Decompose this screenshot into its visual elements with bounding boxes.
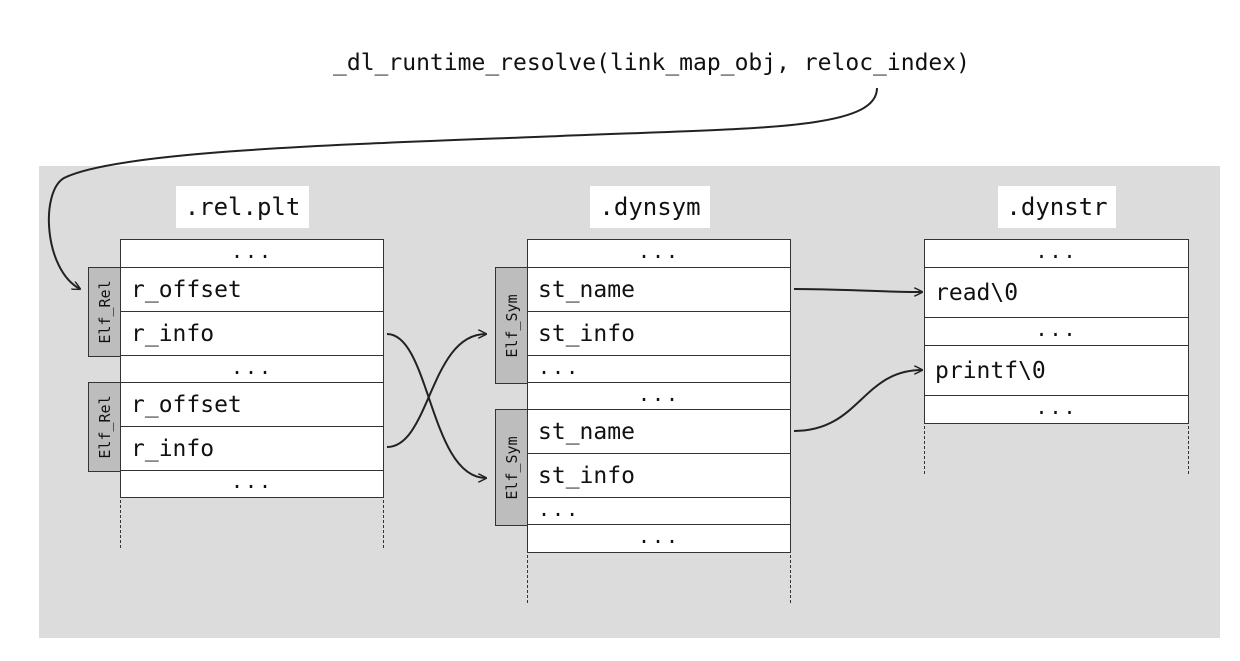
rinfo2-to-stname1-arrow [386, 334, 486, 448]
dynsym-ellipsis-row: ... [527, 524, 791, 553]
dynstr-printf-string: printf\0 [924, 345, 1189, 397]
dynstr-ellipsis-row: ... [924, 239, 1189, 269]
relplt-ellipsis-row: ... [120, 469, 384, 498]
stname1-to-read-arrow [793, 289, 922, 292]
dynsym-st-info-1: st_info [527, 311, 791, 357]
dynsym-continuation-line [527, 555, 528, 603]
dynsym-ellipsis-row: ... [527, 239, 791, 269]
dynsym-st-name-2: st_name [527, 409, 791, 455]
elf-sym-tab-2: Elf_Sym [495, 409, 528, 526]
elf-sym-tab-1: Elf_Sym [495, 267, 528, 384]
dynstr-continuation-line [1188, 426, 1189, 474]
elf-rel-tab-1: Elf_Rel [88, 267, 121, 357]
call-to-relplt-arrow [47, 87, 878, 289]
relplt-ellipsis-row: ... [120, 355, 384, 384]
relplt-r-info-2: r_info [120, 426, 384, 472]
relplt-r-offset-1: r_offset [120, 267, 384, 313]
relplt-continuation-line [120, 500, 121, 548]
dynsym-continuation-line [790, 555, 791, 603]
dynsym-st-info-2: st_info [527, 453, 791, 499]
rinfo1-to-stname2-arrow [386, 333, 486, 478]
relplt-r-info-1: r_info [120, 311, 384, 357]
dynstr-title: .dynstr [998, 186, 1116, 228]
resolver-call: _dl_runtime_resolve(link_map_obj, reloc_… [333, 50, 970, 76]
dynsym-st-name-1: st_name [527, 267, 791, 313]
stname2-to-printf-arrow [793, 370, 922, 432]
dynstr-ellipsis-row: ... [924, 317, 1189, 347]
elf-rel-tab-2: Elf_Rel [88, 382, 121, 472]
dynstr-ellipsis-row: ... [924, 395, 1189, 424]
dynsym-ellipsis-row: ... [527, 382, 791, 411]
relplt-title: .rel.plt [176, 186, 309, 228]
dynsym-ellipsis-row: ... [527, 497, 791, 526]
dynsym-title: .dynsym [590, 186, 710, 228]
dynstr-continuation-line [924, 426, 925, 474]
relplt-continuation-line [383, 500, 384, 548]
relplt-ellipsis-row: ... [120, 239, 384, 269]
